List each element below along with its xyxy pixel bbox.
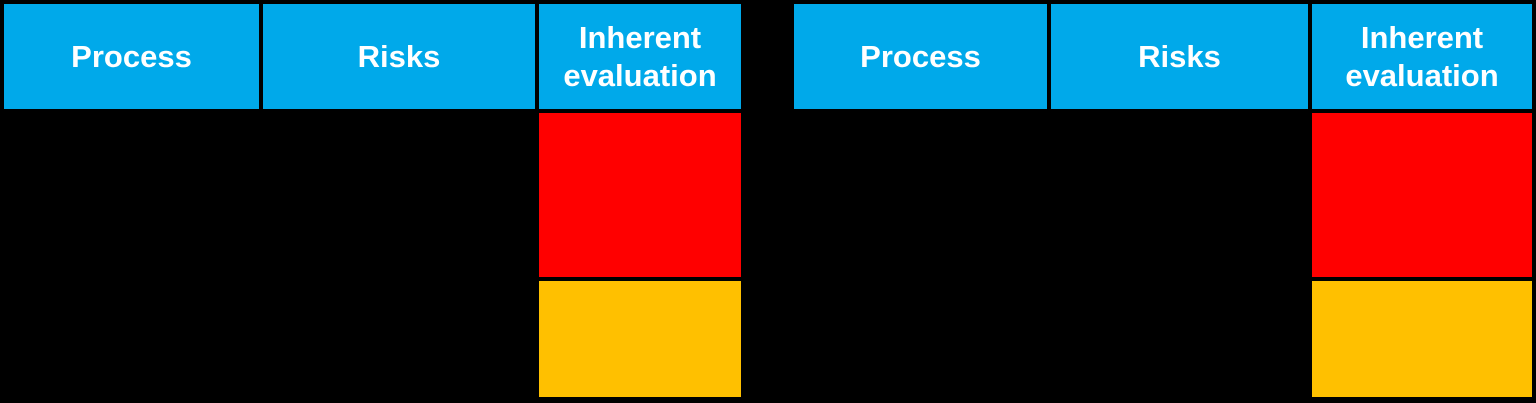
- risks-cell-row1: [263, 113, 535, 277]
- inherent-evaluation-cell-row1: [1312, 113, 1532, 277]
- risks-cell-row1: [1051, 113, 1308, 277]
- process-cell-row2: [4, 281, 259, 397]
- inherent-evaluation-cell-row1: [539, 113, 741, 277]
- process-cell-row2: [794, 281, 1047, 397]
- risks-cell-row2: [263, 281, 535, 397]
- inherent-evaluation-cell-row2: [1312, 281, 1532, 397]
- column-header-risks: Risks: [263, 4, 535, 109]
- risks-cell-row2: [1051, 281, 1308, 397]
- risk-table-right: Process Risks Inherent evaluation: [790, 0, 1536, 401]
- process-cell-row1: [794, 113, 1047, 277]
- column-header-risks: Risks: [1051, 4, 1308, 109]
- risk-table-left: Process Risks Inherent evaluation: [0, 0, 745, 401]
- column-header-process: Process: [794, 4, 1047, 109]
- column-header-inherent-evaluation: Inherent evaluation: [1312, 4, 1532, 109]
- column-header-process: Process: [4, 4, 259, 109]
- process-cell-row1: [4, 113, 259, 277]
- inherent-evaluation-cell-row2: [539, 281, 741, 397]
- column-header-inherent-evaluation: Inherent evaluation: [539, 4, 741, 109]
